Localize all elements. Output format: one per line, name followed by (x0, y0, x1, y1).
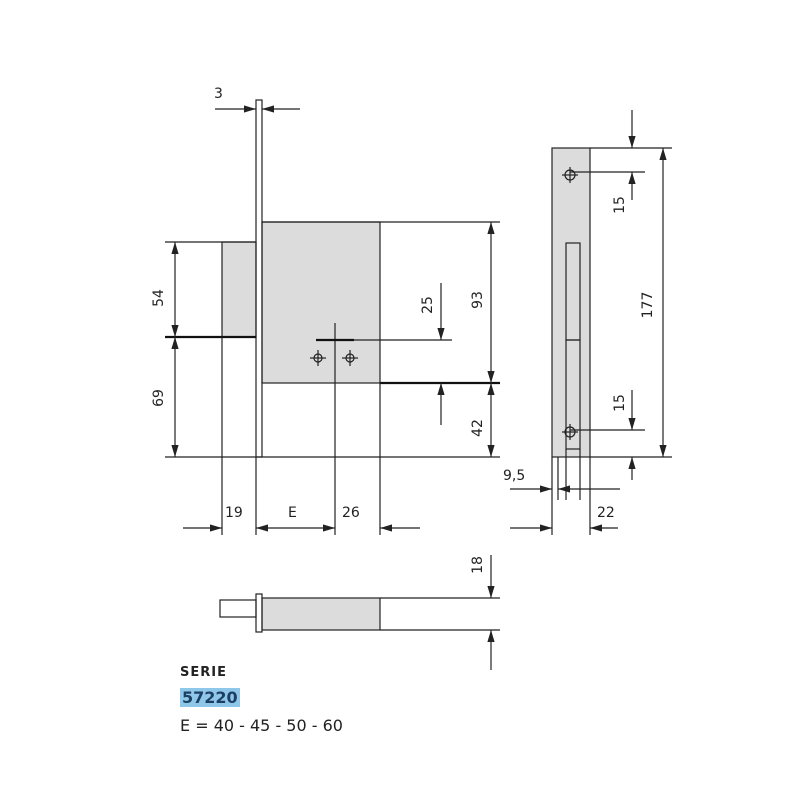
dim-faceplate-offset: 19 (225, 505, 243, 521)
dim-strike-hole-top: 15 (612, 196, 628, 214)
dim-case-height: 93 (470, 291, 486, 309)
screw-hole-icon (562, 167, 578, 183)
dim-case-depth: 26 (342, 505, 360, 521)
dim-lower-height: 69 (151, 389, 167, 407)
product-code: 57220 (180, 688, 240, 707)
strike-slot-lower (565, 339, 581, 450)
dim-case-bottom: 42 (470, 419, 486, 437)
dim-bolt-thickness: 18 (470, 556, 486, 574)
case-section (261, 597, 381, 631)
latch-housing (221, 241, 257, 338)
dim-backset: E (288, 505, 297, 521)
dim-plate-thickness: 3 (214, 86, 223, 102)
lock-case (261, 221, 381, 384)
strike-plate-view: 15 15 177 9,5 22 (503, 110, 672, 535)
dim-strike-hole-bottom: 15 (612, 394, 628, 412)
backset-values: E = 40 - 45 - 50 - 60 (180, 716, 343, 735)
dim-upper-height: 54 (151, 289, 167, 307)
front-view: 3 54 69 25 93 42 19 E 26 (151, 86, 500, 535)
dim-strike-offset: 9,5 (503, 468, 525, 484)
dim-strike-width: 22 (597, 505, 615, 521)
dim-strike-length: 177 (640, 292, 656, 319)
bolt-view: 18 (219, 555, 500, 670)
screw-hole-icon (310, 350, 326, 366)
screw-hole-icon (342, 350, 358, 366)
screw-hole-icon (562, 424, 578, 440)
faceplate (255, 99, 263, 458)
bolt (219, 599, 257, 618)
faceplate-section (255, 593, 263, 633)
dim-key-offset: 25 (420, 296, 436, 314)
strike-plate (551, 147, 591, 458)
serie-label: SERIE (180, 665, 227, 680)
